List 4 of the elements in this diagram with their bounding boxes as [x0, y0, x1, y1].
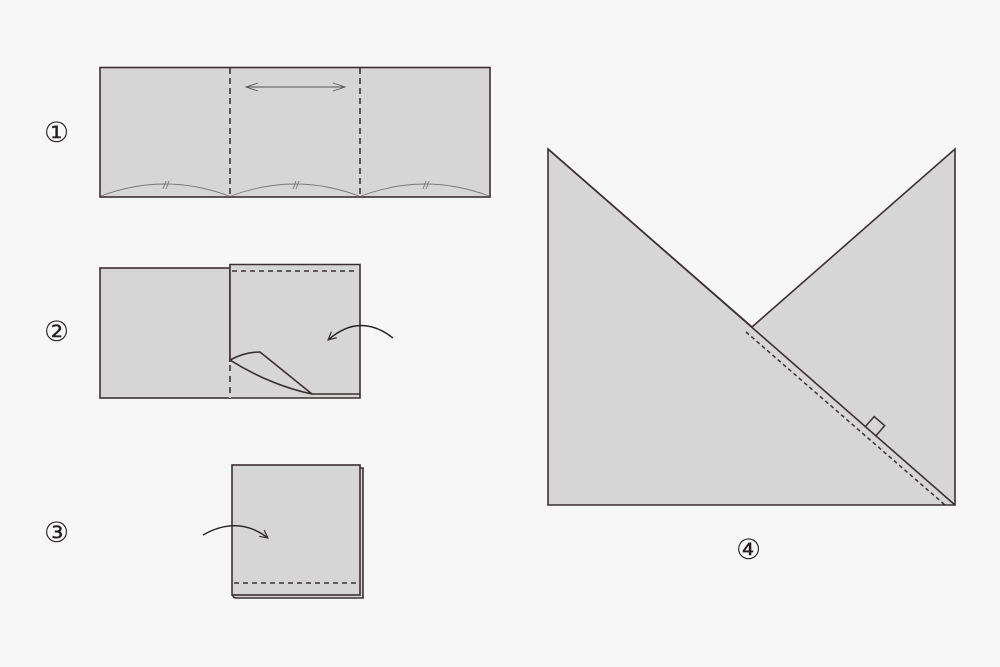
step-number: ② [44, 316, 70, 348]
step-number: ① [44, 117, 70, 149]
step-number: ③ [44, 517, 70, 549]
step-number: ④ [736, 534, 762, 566]
